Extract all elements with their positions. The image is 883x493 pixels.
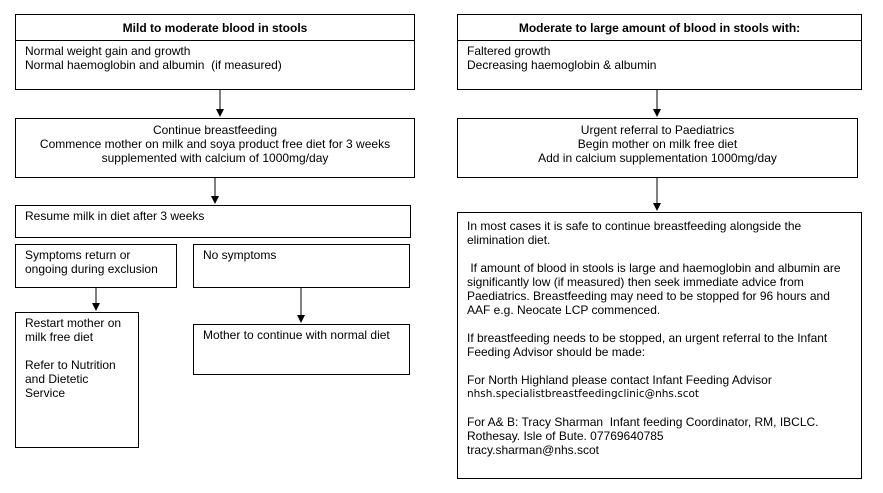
no-symptoms-box: No symptoms [193,244,410,288]
advice-line: elimination diet. [467,233,551,247]
advice-line: Feeding Advisor should be made: [467,345,646,359]
advice-line: Paediatrics. Breastfeeding may need to b… [467,289,830,303]
step3-text: Resume milk in diet after 3 weeks [25,209,205,223]
step-line: supplemented with calcium of 1000mg/day [101,151,329,165]
normal-diet-text: Mother to continue with normal diet [203,328,390,342]
step-line: Add in calcium supplementation 1000mg/da… [538,151,777,165]
advice-line: For A& B: Tracy Sharman Infant feeding C… [467,415,819,429]
advice-line: In most cases it is safe to continue bre… [467,219,802,233]
no-symptoms-text: No symptoms [203,248,277,262]
advice-line: For North Highland please contact Infant… [467,373,772,387]
normal-diet-box: Mother to continue with normal diet [193,324,410,375]
right-header-text: Moderate to large amount of blood in sto… [518,20,801,35]
restart-milk-free-box: Restart mother on milk free diet Refer t… [15,312,139,448]
left-header: Mild to moderate blood in stools [15,14,415,41]
symptoms-return-box: Symptoms return or ongoing during exclus… [15,244,177,288]
right-criteria-box: Faltered growth Decreasing haemoglobin &… [457,40,862,90]
criteria-line: Normal weight gain and growth [25,44,191,58]
branch-line: Symptoms return or [25,248,131,262]
north-highland-email: nhsh.specialistbreastfeedingclinic@nhs.s… [467,388,700,400]
outcome-line: milk free diet [25,330,94,344]
left-header-text: Mild to moderate blood in stools [122,20,308,35]
ab-email: tracy.sharman@nhs.scot [467,443,600,457]
advice-line: Rothesay. Isle of Bute. 07769640785 [467,429,664,443]
step-line: Begin mother on milk free diet [577,137,738,151]
outcome-line: Service [25,386,66,400]
criteria-line: Decreasing haemoglobin & albumin [467,58,657,72]
left-criteria-box: Normal weight gain and growth Normal hae… [15,40,415,90]
advice-line: If amount of blood in stools is large an… [467,261,841,275]
left-step2-box: Continue breastfeeding Commence mother o… [15,118,415,178]
step-line: Urgent referral to Paediatrics [580,123,735,137]
advice-line: significantly low (if measured) then see… [467,275,804,289]
advice-line: If breastfeeding needs to be stopped, an… [467,331,828,345]
criteria-line: Faltered growth [467,44,551,58]
right-header: Moderate to large amount of blood in sto… [457,14,862,41]
outcome-line: Restart mother on [25,316,122,330]
branch-line: ongoing during exclusion [25,262,158,276]
outcome-line: Refer to Nutrition [25,358,116,372]
right-advice-box: In most cases it is safe to continue bre… [457,212,862,479]
advice-line: AAF e.g. Neocate LCP commenced. [467,303,661,317]
step-line: Commence mother on milk and soya product… [39,137,391,151]
step-line: Continue breastfeeding [152,123,278,137]
outcome-line: and Dietetic [25,372,89,386]
criteria-line: Normal haemoglobin and albumin (if measu… [25,58,282,72]
left-step3-box: Resume milk in diet after 3 weeks [15,205,411,238]
right-step2-box: Urgent referral to Paediatrics Begin mot… [457,118,858,178]
